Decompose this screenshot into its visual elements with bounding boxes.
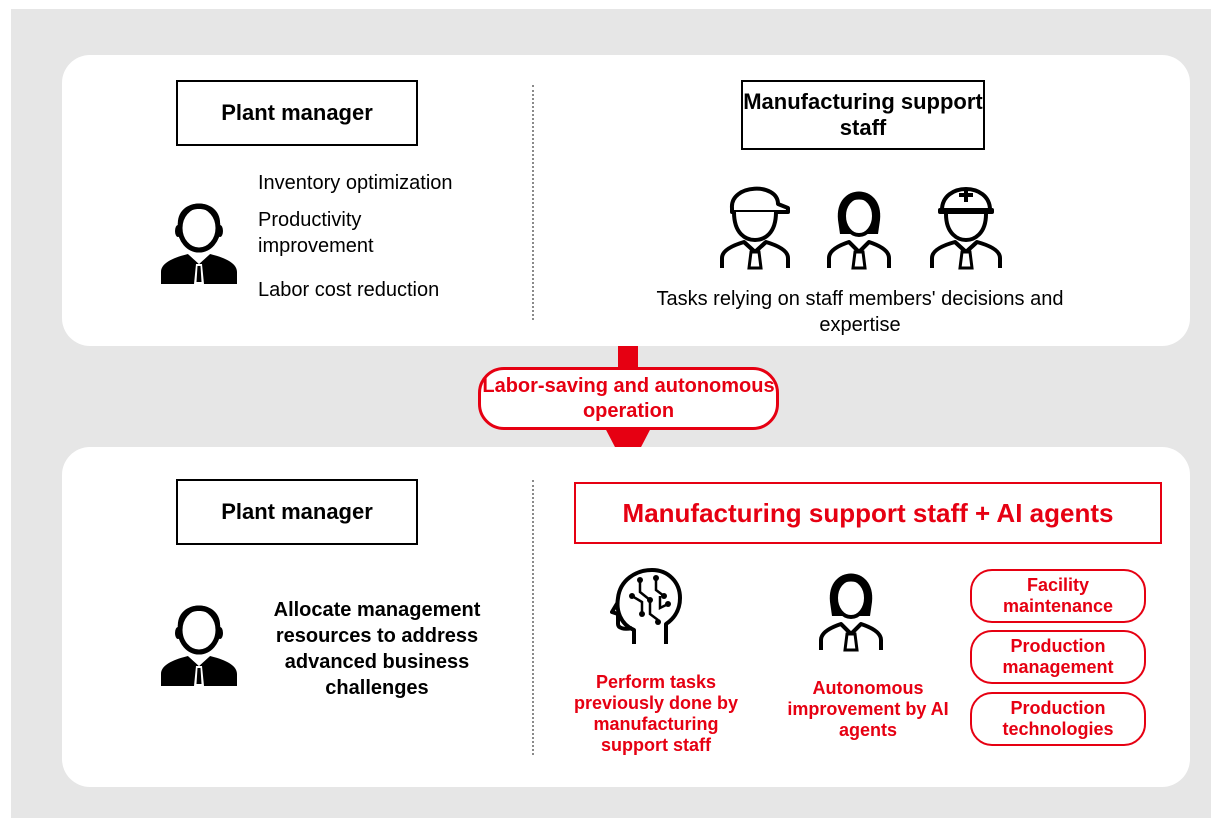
support-staff-title: Manufacturing support staff (743, 89, 983, 140)
worker-cap-icon (720, 186, 790, 270)
staff-woman-icon (819, 573, 883, 652)
staff-woman-icon (827, 191, 891, 270)
support-staff-box: Manufacturing support staff (741, 80, 985, 150)
staff-ai-box: Manufacturing support staff + AI agents (574, 482, 1162, 544)
divider (532, 85, 534, 320)
manager-future-caption: Allocate management resources to address… (273, 599, 481, 699)
ai-agent-caption: Perform tasks previously done by manufac… (573, 672, 739, 755)
goal-item: Productivity improvement (258, 209, 374, 257)
area-pill-facility: Facility maintenance (970, 569, 1146, 623)
transition-label: Labor-saving and autonomous operation (478, 367, 779, 430)
ai-brain-icon (610, 568, 682, 644)
worker-helmet-icon (930, 187, 1002, 270)
staff-improvement-caption: Autonomous improvement by AI agents (787, 678, 949, 740)
manager-icon (161, 203, 237, 284)
divider (532, 480, 534, 755)
staff-ai-title: Manufacturing support staff + AI agents (622, 498, 1114, 528)
plant-manager-title: Plant manager (221, 100, 373, 125)
plant-manager-box: Plant manager (176, 80, 418, 146)
area-pill-technologies: Production technologies (970, 692, 1146, 746)
goal-item: Inventory optimization (258, 172, 453, 194)
staff-tasks-caption: Tasks relying on staff members' decision… (656, 288, 1064, 336)
manager-icon (161, 605, 237, 686)
plant-manager-title: Plant manager (221, 499, 373, 524)
area-pill-management: Production management (970, 630, 1146, 684)
goal-item: Labor cost reduction (258, 279, 440, 301)
plant-manager-box: Plant manager (176, 479, 418, 545)
